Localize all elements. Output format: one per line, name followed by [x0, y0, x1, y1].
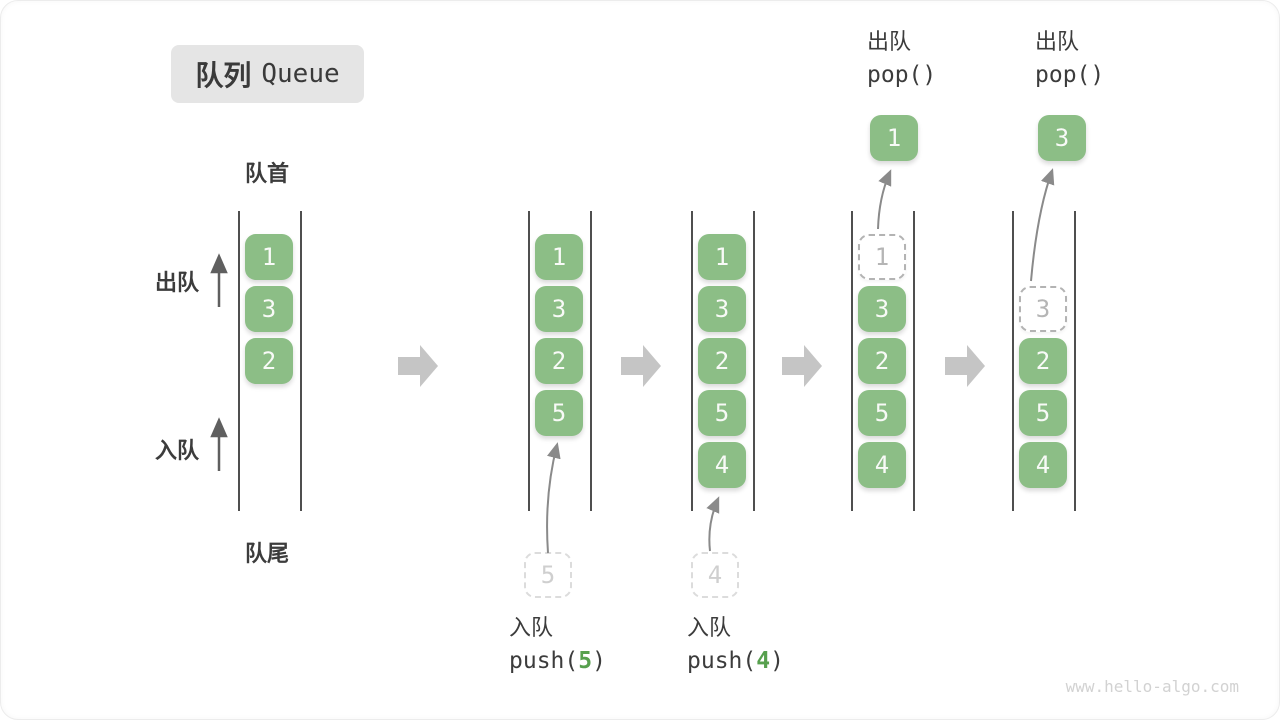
queue-cell-value: 3 — [698, 286, 746, 332]
block-arrow-icon-4 — [945, 345, 985, 387]
enqueue-caption-call: push(5) — [509, 650, 606, 673]
queue-column-right-line — [913, 211, 915, 511]
incoming-ghost-cell: 4 — [691, 552, 739, 598]
queue-column-right-line — [300, 211, 302, 511]
dequeue-header: 出队 pop() — [867, 31, 936, 87]
queue-cell-value: 4 — [698, 442, 746, 488]
call-argument: 4 — [756, 648, 771, 674]
dequeue-header-call: pop() — [1035, 62, 1105, 88]
call-text: ) — [770, 648, 784, 674]
queue-column-left-line — [691, 211, 693, 511]
title-english: Queue — [261, 59, 340, 89]
watermark: www.hello-algo.com — [1065, 677, 1239, 696]
enqueue-caption: 入队 push(5) — [509, 617, 606, 673]
dequeue-header: 出队 pop() — [1035, 31, 1104, 87]
queue-cell-value: 2 — [1019, 338, 1067, 384]
queue-column-left-line — [851, 211, 853, 511]
queue-cell-value: 2 — [698, 338, 746, 384]
queue-cell-value: 1 — [698, 234, 746, 280]
push5-insert-arrow-icon — [546, 442, 561, 554]
call-argument: 5 — [578, 648, 593, 674]
queue-cell-value: 2 — [858, 338, 906, 384]
enqueue-caption-call: push(4) — [687, 650, 784, 673]
title-badge: 队列 Queue — [171, 45, 364, 103]
dequeue-header-call: pop() — [867, 62, 937, 88]
dequeue-header-action: 出队 — [867, 29, 912, 54]
queue-cell-value: 4 — [858, 442, 906, 488]
title-chinese: 队列 — [195, 60, 252, 91]
dequeue-header-action: 出队 — [1035, 29, 1080, 54]
popped-value-cell: 3 — [1038, 115, 1086, 161]
queue-cell-value: 3 — [535, 286, 583, 332]
enqueue-caption-action: 入队 — [509, 615, 554, 640]
queue-column-right-line — [590, 211, 592, 511]
queue-cell-value: 1 — [245, 234, 293, 280]
queue-cell-value: 5 — [1019, 390, 1067, 436]
queue-cell-value: 4 — [1019, 442, 1067, 488]
queue-column-left-line — [1012, 211, 1014, 511]
queue-front-label: 队首 — [245, 161, 290, 186]
queue-cell-value: 2 — [245, 338, 293, 384]
enqueue-caption: 入队 push(4) — [687, 617, 784, 673]
queue-cell-removed: 1 — [858, 234, 906, 280]
dequeue-side-label: 出队 — [155, 270, 200, 295]
pop1-remove-arrow-icon — [877, 169, 892, 230]
enqueue-side-label: 入队 — [155, 438, 200, 463]
push4-insert-arrow-icon — [706, 496, 720, 552]
block-arrow-icon-1 — [398, 345, 438, 387]
queue-column-right-line — [1074, 211, 1076, 511]
queue-cell-value: 5 — [858, 390, 906, 436]
enqueue-caption-action: 入队 — [687, 615, 732, 640]
queue-column-left-line — [528, 211, 530, 511]
pop3-remove-arrow-icon — [1030, 168, 1055, 282]
block-arrow-icon-2 — [621, 345, 661, 387]
queue-cell-value: 3 — [858, 286, 906, 332]
queue-cell-value: 5 — [698, 390, 746, 436]
call-text: push( — [509, 648, 579, 674]
queue-cell-value: 1 — [535, 234, 583, 280]
queue-rear-label: 队尾 — [245, 541, 290, 566]
queue-cell-value: 2 — [535, 338, 583, 384]
popped-value-cell: 1 — [870, 115, 918, 161]
queue-column-right-line — [753, 211, 755, 511]
call-text: push( — [687, 648, 757, 674]
queue-cell-value: 3 — [245, 286, 293, 332]
block-arrow-icon-3 — [782, 345, 822, 387]
call-text: ) — [592, 648, 606, 674]
queue-cell-removed: 3 — [1019, 286, 1067, 332]
queue-cell-value: 5 — [535, 390, 583, 436]
incoming-ghost-cell: 5 — [524, 552, 572, 598]
queue-column-left-line — [238, 211, 240, 511]
